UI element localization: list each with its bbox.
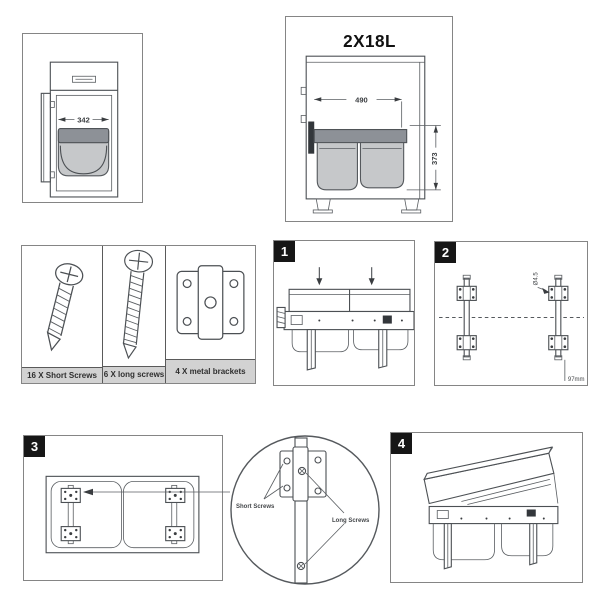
product-illustration: 2X18L 490 (300, 32, 441, 214)
side-bracket (276, 306, 286, 329)
bin-lid (313, 128, 408, 144)
metal-bracket-icon (176, 265, 245, 340)
cabinet-door-illustration: 342 (40, 61, 119, 198)
mounting-rail (294, 500, 308, 584)
step-number-badge: 1 (274, 241, 295, 262)
drawer-handle (72, 75, 96, 83)
bin-lower (432, 523, 495, 561)
part-metal-brackets: 4 X metal brackets (166, 246, 255, 383)
dimension-342: 342 (58, 116, 109, 125)
panel-step-3: 3 (23, 435, 223, 581)
cabinet-outline (305, 55, 426, 200)
mounting-rail (171, 484, 178, 545)
hinge-icon (300, 86, 307, 95)
panel-step-1: 1 (273, 240, 415, 386)
dimension-97mm: 97mm (564, 359, 585, 383)
step3-illustration (45, 475, 200, 554)
frame-rail (283, 310, 414, 331)
bracket-icon (60, 487, 81, 504)
dimension-490: 490 (314, 95, 403, 128)
short-screws-callout: Short Screws (236, 463, 284, 510)
bracket-detail-illustration (279, 446, 327, 502)
step-number-badge: 3 (24, 436, 45, 457)
step1-illustration (276, 267, 414, 371)
dim-490-text: 490 (355, 95, 368, 104)
door-mount-plate (308, 121, 315, 154)
step2-illustration: Ø4.5 97mm (439, 272, 585, 383)
hinge-icon (49, 100, 55, 108)
dimension-hole-diameter: Ø4.5 (534, 272, 550, 294)
open-door (40, 92, 51, 183)
detail-pointer-arrow (83, 488, 230, 496)
panel-step-4: 4 (390, 432, 583, 583)
bin-handle (59, 145, 108, 175)
bin-lower (291, 329, 349, 353)
screw-head-icon (297, 466, 307, 476)
waste-bin (359, 142, 405, 189)
bracket-icon (165, 526, 186, 542)
panel-cabinet-door-view: 342 (22, 33, 143, 203)
short-screws-label: Short Screws (236, 504, 275, 510)
dim-hole-text: Ø4.5 (534, 272, 540, 286)
step-number-badge: 4 (391, 433, 412, 454)
panel-step-2: 2 (434, 241, 588, 386)
step-number-badge: 2 (435, 242, 456, 263)
cabinet-feet (312, 198, 422, 214)
long-screws-label: Long Screws (332, 518, 370, 524)
mounting-rail (554, 274, 563, 361)
detail-view-overlay: Short Screws Long Screws (83, 435, 380, 585)
panel-parts-list: 16 X Short Screws 6 X long screws (21, 245, 256, 384)
hinge-icon (300, 115, 307, 123)
product-title: 2X18L (343, 32, 396, 51)
mounting-rail (67, 484, 74, 545)
panel-product-view: 2X18L 490 (285, 16, 453, 222)
part-short-screws: 16 X Short Screws (22, 246, 103, 383)
dimension-373: 373 (406, 125, 441, 191)
dim-342-text: 342 (77, 116, 90, 125)
long-screws-callout: Long Screws (304, 472, 370, 565)
unit-top-view (45, 475, 200, 554)
bin-lid (57, 128, 110, 144)
bin-lower (501, 523, 554, 557)
part-label: 4 X metal brackets (166, 359, 255, 383)
part-long-screws: 6 X long screws (103, 246, 166, 383)
bracket-icon (548, 285, 569, 301)
hinge-icon (49, 171, 55, 179)
tray-edge (461, 478, 550, 502)
mounting-rail (462, 274, 471, 361)
bracket-icon (548, 335, 569, 351)
frame-legs (443, 523, 538, 570)
bracket-icon (456, 285, 477, 301)
long-screw-icon (122, 249, 154, 360)
dim-97mm-text: 97mm (568, 377, 585, 383)
step4-illustration (423, 446, 559, 570)
bracket-icon (60, 526, 81, 542)
screw-head-icon (296, 561, 306, 571)
part-label: 16 X Short Screws (22, 367, 102, 383)
dim-373-text: 373 (430, 152, 439, 165)
part-label: 6 X long screws (103, 365, 165, 383)
insert-arrow-icon (316, 267, 375, 286)
open-lid (423, 446, 559, 505)
frame-legs (306, 329, 388, 371)
waste-bin (316, 142, 358, 191)
short-screw-icon (46, 263, 84, 352)
bracket-icon (456, 335, 477, 351)
